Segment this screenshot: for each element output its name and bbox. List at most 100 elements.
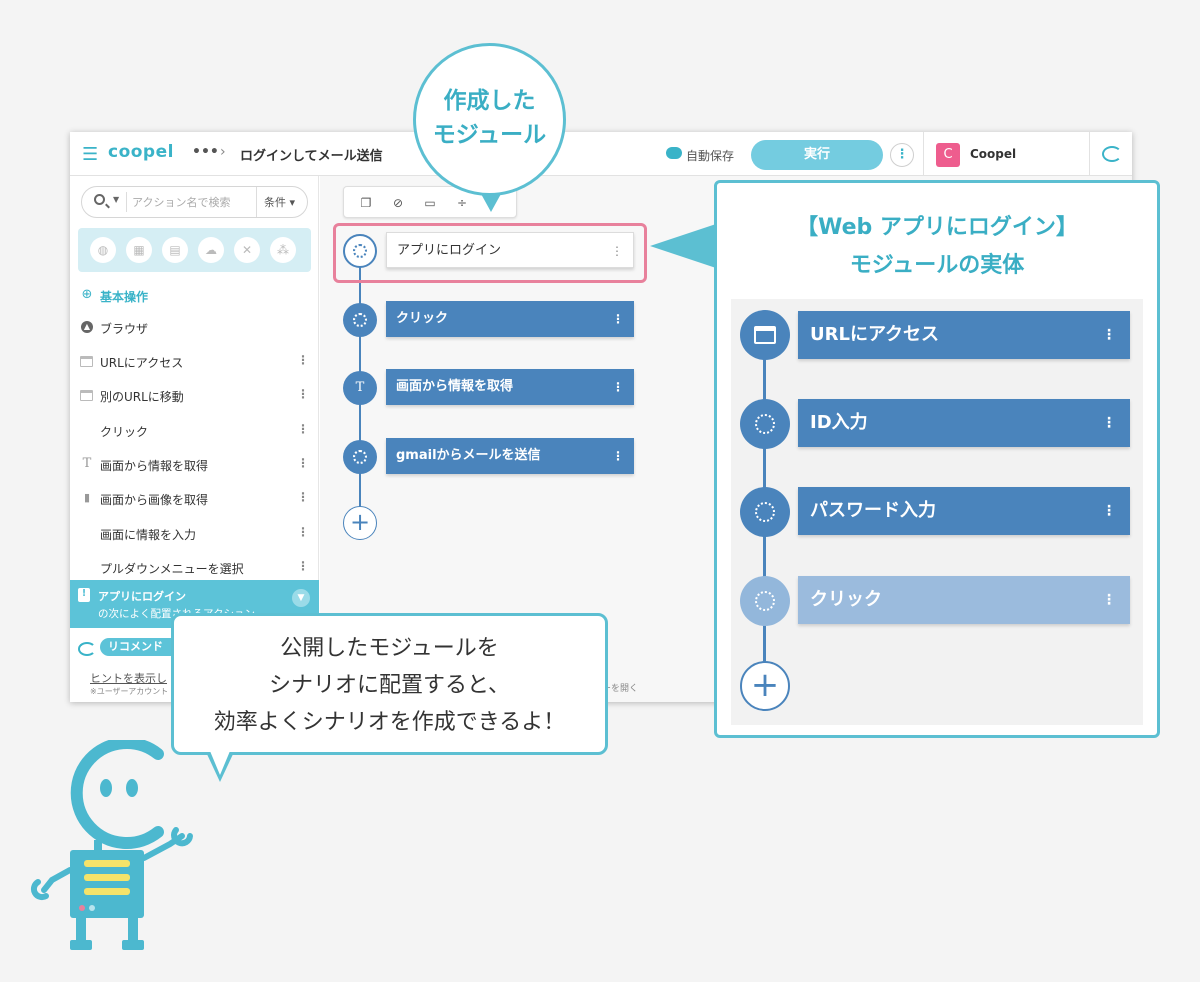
kebab-menu-button[interactable]: ⋮ [890, 143, 914, 167]
kebab-icon[interactable]: ⋮ [297, 490, 309, 504]
disable-icon[interactable]: ÷ [456, 196, 468, 210]
logo: coopel [108, 142, 174, 162]
flow-card-id[interactable]: ID入力 ⋮ [798, 399, 1130, 447]
add-action-button[interactable]: + [343, 506, 377, 540]
flow-card-password[interactable]: パスワード入力 ⋮ [798, 487, 1130, 535]
loading-ring-icon [353, 313, 367, 327]
chevron-down-icon[interactable]: ▼ [292, 589, 310, 607]
kebab-icon[interactable]: ⋮ [297, 456, 309, 470]
robot-mascot-icon [30, 740, 193, 950]
flow-card-click[interactable]: クリック ⋮ [386, 301, 634, 337]
add-action-button[interactable]: + [740, 661, 790, 711]
copy-icon[interactable]: ❐ [360, 196, 372, 210]
flow-card-click[interactable]: クリック ⋮ [798, 576, 1130, 624]
window-icon [754, 326, 776, 344]
scenario-title: ログインしてメール送信 [240, 149, 383, 164]
kebab-icon[interactable]: ⋮ [1102, 592, 1116, 608]
kebab-icon[interactable]: ⋮ [297, 559, 309, 573]
kebab-icon[interactable]: ⋮ [297, 353, 309, 367]
kebab-icon[interactable]: ⋮ [1102, 503, 1116, 519]
speech-bubble: 公開したモジュールを シナリオに配置すると、 効率よくシナリオを作成できるよ！ [171, 613, 608, 755]
callout-connector [650, 224, 716, 268]
cloud-icon[interactable]: ☁ [198, 237, 224, 263]
hint-note: ※ユーザーアカウント [90, 687, 169, 696]
chevron-up-icon: ▲ [81, 321, 93, 333]
module-detail-panel: 【Web アプリにログイン】 モジュールの実体 URLにアクセス ⋮ ID入力 … [714, 180, 1160, 738]
search-input[interactable] [132, 192, 250, 212]
category-browser[interactable]: ▲ ブラウザ [70, 316, 319, 340]
search-icon[interactable] [94, 194, 105, 205]
flow-node-click[interactable] [343, 303, 377, 337]
search-box: ▼ 条件 ▾ [81, 186, 308, 218]
header-divider [1089, 132, 1090, 176]
warning-icon: ! [78, 588, 90, 602]
file-icon[interactable]: ▤ [162, 237, 188, 263]
assistant-bot-icon[interactable] [78, 642, 96, 656]
sidebar-item-click[interactable]: クリック ⋮ [100, 422, 309, 439]
avatar[interactable]: C [936, 143, 960, 167]
flow-node-click[interactable] [740, 576, 790, 626]
kebab-icon[interactable]: ⋮ [612, 312, 624, 326]
document-icon: ▮ [83, 491, 91, 504]
assistant-bot-icon[interactable] [1102, 146, 1122, 162]
sidebar-item-input-info[interactable]: 画面に情報を入力 ⋮ [100, 525, 309, 542]
kebab-icon[interactable]: ⋮ [297, 387, 309, 401]
recommend-chip[interactable]: リコメンド [100, 638, 180, 656]
category-bar: ◍ ▦ ▤ ☁ ✕ ⁂ [78, 228, 311, 272]
more-dots-icon[interactable]: ••• [192, 144, 219, 160]
module-highlight [333, 223, 647, 283]
app-header: ☰ coopel ••• › ログインしてメール送信 自動保存 実行 ⋮ C C… [70, 132, 1132, 176]
kebab-icon[interactable]: ⋮ [1102, 415, 1116, 431]
flow-node-url[interactable] [740, 310, 790, 360]
sidebar-item-get-info[interactable]: T 画面から情報を取得 ⋮ [70, 453, 319, 477]
globe-icon: ⊕ [81, 287, 93, 302]
flow-card-url[interactable]: URLにアクセス ⋮ [798, 311, 1130, 359]
sidebar-item-url-access[interactable]: URLにアクセス ⋮ [70, 350, 319, 374]
module-flow: URLにアクセス ⋮ ID入力 ⋮ パスワード入力 ⋮ クリック ⋮ + [731, 299, 1143, 725]
kebab-icon[interactable]: ⋮ [297, 422, 309, 436]
run-button[interactable]: 実行 [751, 140, 883, 170]
flow-node-gmail[interactable] [343, 440, 377, 474]
loading-ring-icon [353, 450, 367, 464]
panel-subtitle: モジュールの実体 [849, 253, 1025, 278]
conditions-dropdown[interactable]: 条件 ▾ [264, 196, 296, 209]
sidebar-item-move-url[interactable]: 別のURLに移動 ⋮ [70, 384, 319, 408]
flow-card-get-info[interactable]: 画面から情報を取得 ⋮ [386, 369, 634, 405]
autosave-label: 自動保存 [686, 149, 735, 163]
bubble-tail [480, 192, 502, 212]
excel-icon[interactable]: ▦ [126, 237, 152, 263]
flow-node-id[interactable] [740, 399, 790, 449]
tools-icon[interactable]: ✕ [234, 237, 260, 263]
cloud-upload-icon [666, 147, 682, 159]
panel-title: 【Web アプリにログイン】 [796, 215, 1078, 240]
kebab-icon[interactable]: ⋮ [611, 244, 623, 258]
comment-icon[interactable]: ▭ [424, 196, 436, 210]
kebab-icon[interactable]: ⋮ [612, 449, 624, 463]
hint-link[interactable]: ヒントを表示し [90, 672, 167, 685]
window-icon [80, 390, 93, 401]
loading-ring-icon [353, 244, 367, 258]
flow-node-password[interactable] [740, 487, 790, 537]
kebab-icon[interactable]: ⋮ [1102, 327, 1116, 343]
panel-open-text[interactable]: ーを開く [602, 684, 639, 694]
kebab-icon[interactable]: ⋮ [297, 525, 309, 539]
hamburger-icon[interactable]: ☰ [82, 144, 99, 165]
share-icon[interactable]: ⁂ [270, 237, 296, 263]
hide-icon[interactable]: ⊘ [392, 196, 404, 210]
kebab-icon[interactable]: ⋮ [612, 380, 624, 394]
window-icon [80, 356, 93, 367]
header-divider [923, 132, 924, 176]
sidebar-item-select-dropdown[interactable]: プルダウンメニューを選択 ⋮ [100, 559, 309, 576]
sidebar-item-get-image[interactable]: ▮ 画面から画像を取得 ⋮ [70, 487, 319, 511]
flow-node-login[interactable] [343, 234, 377, 268]
caret-down-icon[interactable]: ▼ [113, 195, 120, 204]
loading-ring-icon [755, 591, 775, 611]
flow-card-gmail[interactable]: gmailからメールを送信 ⋮ [386, 438, 634, 474]
category-basic-ops[interactable]: ⊕ 基本操作 [81, 287, 149, 305]
text-icon: T [82, 456, 92, 471]
loading-ring-icon [755, 502, 775, 522]
user-name[interactable]: Coopel [970, 147, 1017, 161]
globe-icon[interactable]: ◍ [90, 237, 116, 263]
flow-node-get-info[interactable]: T [343, 371, 377, 405]
flow-card-login[interactable]: アプリにログイン ⋮ [386, 232, 634, 268]
